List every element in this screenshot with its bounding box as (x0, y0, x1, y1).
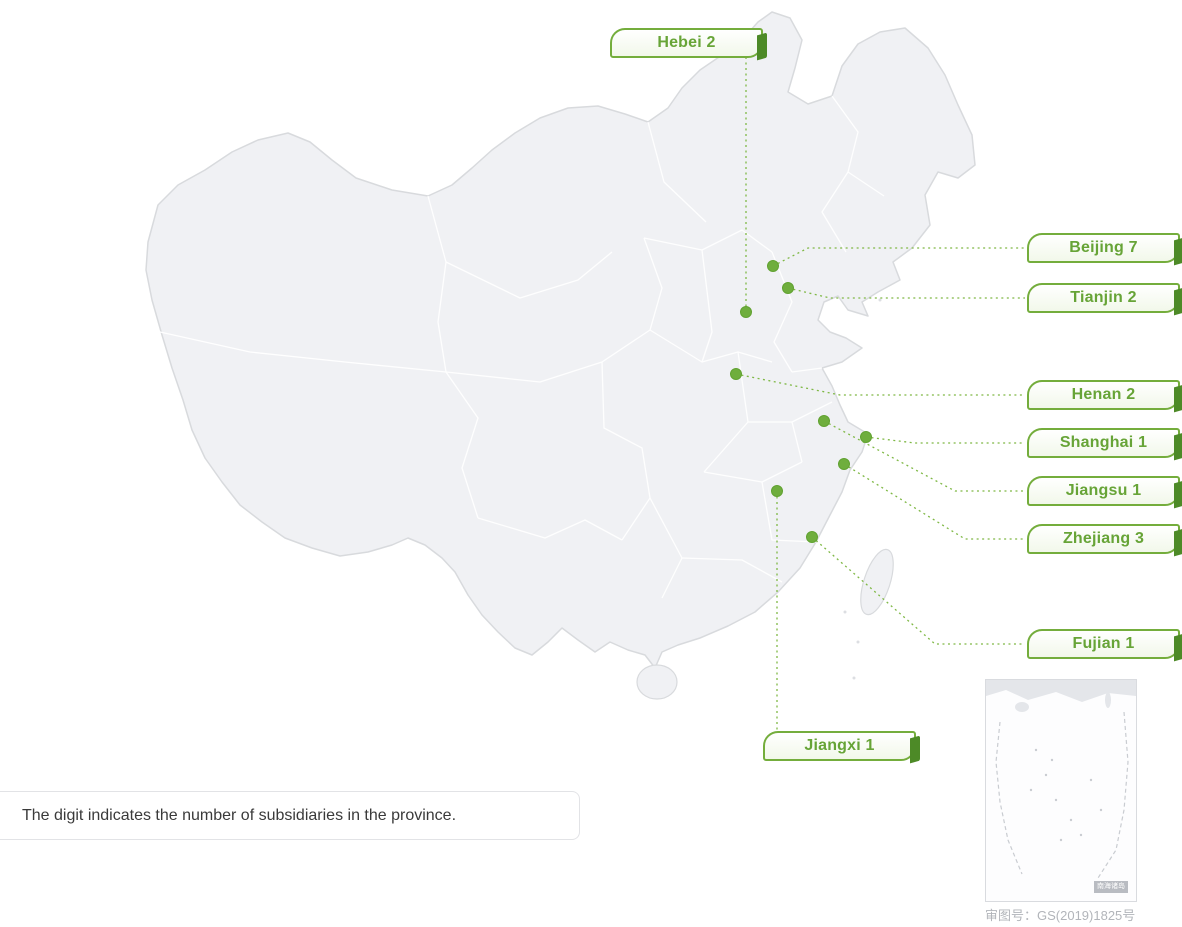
marker-jiangsu[interactable] (818, 415, 830, 427)
province-label-text: Jiangxi 1 (804, 737, 875, 754)
leader-line-tianjin (787, 287, 1025, 299)
province-label-hebei[interactable]: Hebei 2 (610, 28, 763, 58)
province-label-henan[interactable]: Henan 2 (1027, 380, 1180, 410)
province-label-text: Henan 2 (1071, 386, 1136, 403)
leader-line-fujian (811, 536, 1025, 645)
leader-line-henan (735, 373, 1025, 396)
leader-line-shanghai (865, 436, 1025, 444)
china-outline (145, 11, 976, 669)
taiwan-island (860, 548, 894, 616)
leader-line-beijing (772, 247, 1025, 267)
leader-line-zhejiang (843, 463, 1025, 540)
marker-fujian[interactable] (806, 531, 818, 543)
inset-hainan (1015, 702, 1029, 712)
marker-zhejiang[interactable] (838, 458, 850, 470)
coastal-islets (843, 298, 882, 680)
province-label-text: Beijing 7 (1069, 239, 1138, 256)
province-label-jiangsu[interactable]: Jiangsu 1 (1027, 476, 1180, 506)
province-label-text: Shanghai 1 (1059, 434, 1148, 451)
inset-islands (1029, 748, 1103, 842)
province-label-text: Zhejiang 3 (1062, 530, 1145, 547)
marker-jiangxi[interactable] (771, 485, 783, 497)
map-attribution: 审图号：GS(2019)1825号 (985, 908, 1136, 923)
province-markers (730, 260, 872, 543)
hainan-island (636, 664, 678, 700)
province-label-text: Fujian 1 (1072, 635, 1135, 652)
inset-map (986, 680, 1136, 879)
province-borders (159, 95, 885, 599)
legend-note-text: The digit indicates the number of subsid… (22, 806, 457, 824)
inset-taiwan (1105, 692, 1111, 708)
inset-coastline (986, 680, 1136, 702)
marker-tianjin[interactable] (782, 282, 794, 294)
leader-lines (735, 58, 1025, 731)
marker-hebei[interactable] (740, 306, 752, 318)
south-china-sea-inset: 南海诸岛 (985, 679, 1137, 902)
inset-label: 南海诸岛 (1094, 880, 1128, 893)
inset-dash-line (995, 711, 1129, 879)
province-label-text: Jiangsu 1 (1065, 482, 1142, 499)
marker-beijing[interactable] (767, 260, 779, 272)
marker-shanghai[interactable] (860, 431, 872, 443)
province-label-shanghai[interactable]: Shanghai 1 (1027, 428, 1180, 458)
province-label-text: Hebei 2 (657, 34, 716, 51)
legend-note: The digit indicates the number of subsid… (0, 791, 580, 840)
province-label-text: Tianjin 2 (1070, 289, 1137, 306)
province-label-tianjin[interactable]: Tianjin 2 (1027, 283, 1180, 313)
province-label-jiangxi[interactable]: Jiangxi 1 (763, 731, 916, 761)
province-label-fujian[interactable]: Fujian 1 (1027, 629, 1180, 659)
marker-henan[interactable] (730, 368, 742, 380)
province-label-beijing[interactable]: Beijing 7 (1027, 233, 1180, 263)
province-label-zhejiang[interactable]: Zhejiang 3 (1027, 524, 1180, 554)
leader-line-jiangsu (823, 420, 1025, 492)
